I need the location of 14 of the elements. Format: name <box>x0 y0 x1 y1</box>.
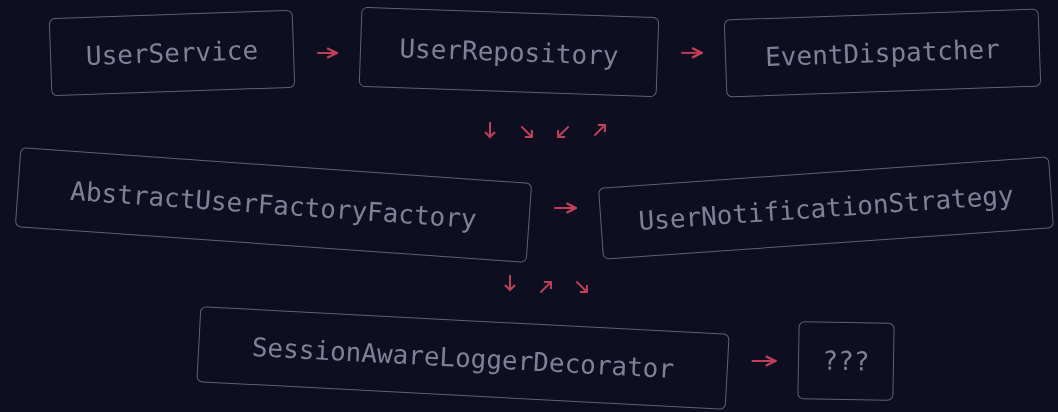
arrow <box>680 46 703 59</box>
class-name: SessionAwareLoggerDecorator <box>251 331 675 385</box>
class-name: UserNotificationStrategy <box>637 179 1015 237</box>
class-name: UserRepository <box>398 33 620 71</box>
class-name: EventDispatcher <box>764 33 1001 73</box>
class-box <box>358 6 660 98</box>
arrow <box>750 355 777 367</box>
class-name: UserService <box>85 35 259 71</box>
class-name: ??? <box>822 345 870 377</box>
class-box <box>797 321 895 401</box>
class-box <box>723 8 1042 98</box>
class-box <box>48 9 296 97</box>
arrow <box>553 202 578 214</box>
arrow <box>316 47 338 59</box>
